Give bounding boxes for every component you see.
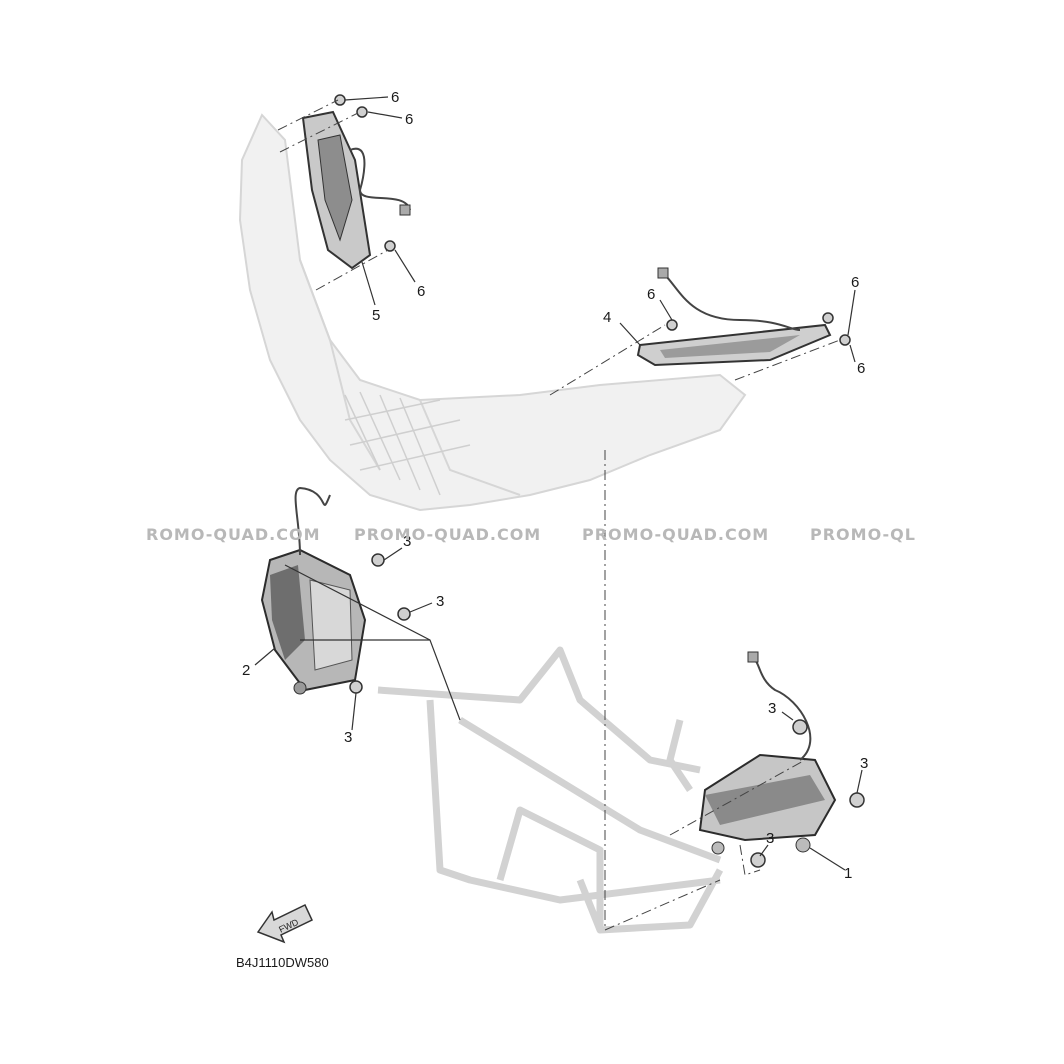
callout-2: 2: [242, 662, 250, 679]
callout-6: 6: [391, 89, 399, 106]
callout-labels: 6 6 6 5 6 4 6 6 3 3 2 3 3 3 3 1: [242, 89, 868, 882]
part-2-left-headlamp: [260, 486, 367, 695]
watermark: PROMO-QL: [810, 525, 916, 544]
callout-6: 6: [405, 111, 413, 128]
callout-3: 3: [403, 533, 411, 550]
front-frame: [377, 646, 724, 934]
dashed-lines: [277, 99, 841, 931]
watermark: PROMO-QUAD.COM: [582, 525, 770, 544]
fwd-arrow-icon: FWD: [256, 903, 313, 944]
diagram-code: B4J1110DW580: [236, 955, 329, 970]
leader-lines: [254, 96, 863, 871]
part-5-upper-left-lamp: [301, 110, 411, 270]
fasteners: [334, 94, 865, 868]
callout-3: 3: [860, 755, 868, 772]
callout-6: 6: [647, 286, 655, 303]
watermark: ROMO-QUAD.COM: [146, 525, 321, 544]
callout-6: 6: [851, 274, 859, 291]
watermark: PROMO-QUAD.COM: [354, 525, 542, 544]
callout-6: 6: [417, 283, 425, 300]
part-4-right-strip-lamp: [636, 267, 832, 367]
callout-5: 5: [372, 307, 380, 324]
callout-3: 3: [344, 729, 352, 746]
part-1-right-headlamp: [698, 651, 837, 855]
callout-3: 3: [768, 700, 776, 717]
callout-1: 1: [844, 865, 852, 882]
callout-3: 3: [766, 830, 774, 847]
callout-4: 4: [603, 309, 611, 326]
callout-3: 3: [436, 593, 444, 610]
callout-6: 6: [857, 360, 865, 377]
front-body-panel: [238, 113, 747, 512]
front-grille: [344, 391, 471, 496]
